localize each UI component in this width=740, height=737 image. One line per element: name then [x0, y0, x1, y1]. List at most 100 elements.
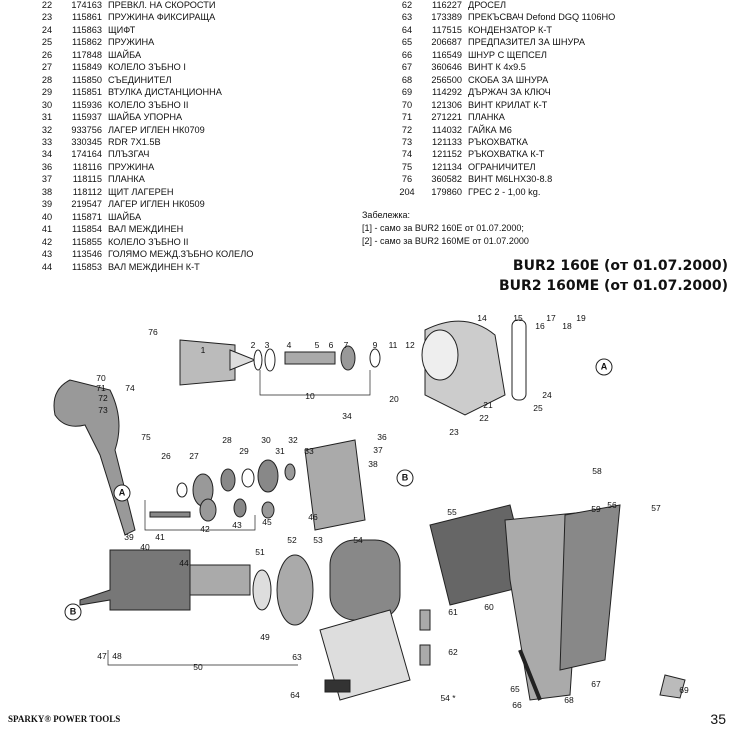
notes-heading: Забележка: [362, 210, 411, 220]
part-name: ЛАГЕР ИГЛЕН НК0709 [108, 124, 205, 135]
callout-4: 4 [286, 340, 292, 350]
part-name: КОЛЕЛО ЗЪБНО II [108, 99, 189, 110]
part-name: РЪКОХВАТКА К-Т [468, 149, 545, 160]
switch [319, 609, 411, 701]
bearing-shield [304, 439, 366, 531]
callout-66: 66 [512, 700, 522, 710]
part-number: 32 [41, 124, 53, 135]
callout-54: 54 * [440, 693, 456, 703]
callout-16: 16 [535, 321, 545, 331]
callout-15: 15 [513, 313, 523, 323]
part-name: СКОБА ЗА ШНУРА [468, 74, 549, 85]
part-code: 115853 [72, 261, 102, 272]
callout-55: 55 [447, 507, 457, 517]
callout-39: 39 [124, 532, 134, 542]
part-code: 118116 [72, 161, 102, 172]
part-code: 116227 [432, 0, 462, 10]
callout-23: 23 [449, 427, 459, 437]
part-number: 63 [401, 12, 413, 23]
callout-49: 49 [260, 632, 270, 642]
part-code: 114292 [432, 87, 462, 98]
callout-62: 62 [448, 647, 458, 657]
part-code: 330345 [71, 136, 102, 147]
part-name: ЩИТ ЛАГЕРЕН [108, 186, 174, 197]
part-name: ШАЙБА УПОРНА [108, 112, 183, 123]
part-number: 71 [401, 112, 413, 123]
part-name: ОГРАНИЧИТЕЛ [468, 161, 536, 172]
part-number: 28 [41, 74, 53, 85]
callout-71: 71 [96, 383, 106, 393]
part-name: РЪКОХВАТКА [468, 136, 528, 147]
part-code: 113546 [72, 249, 102, 260]
part-name: ПРУЖИНА [108, 37, 155, 48]
part-number: 66 [401, 49, 413, 60]
callout-21: 21 [483, 400, 493, 410]
fan [276, 554, 314, 626]
callout-44: 44 [179, 558, 189, 568]
capacitor [324, 679, 351, 693]
callout-57: 57 [651, 503, 661, 513]
part-name: ДРОСЕЛ [468, 0, 507, 10]
part-code: 115871 [72, 211, 102, 222]
side-handle [53, 379, 136, 536]
part-code: 933756 [71, 124, 102, 135]
callout-17: 17 [546, 313, 556, 323]
armature [79, 549, 191, 611]
callout-3: 3 [264, 340, 270, 350]
part-number: 204 [399, 186, 415, 197]
part-name: ВИНТ М6LHX30-8.8 [468, 174, 553, 185]
callout-48: 48 [112, 651, 122, 661]
part-name: ПРЕВКЛ. НА СКОРОСТИ [108, 0, 216, 10]
part-name: ШНУР С ЩЕПСЕЛ [468, 49, 547, 60]
part-number: 30 [41, 99, 53, 110]
callout-76: 76 [148, 327, 158, 337]
connector-B: B [64, 603, 82, 621]
part-code: 118112 [72, 186, 102, 197]
part-number: 42 [41, 236, 53, 247]
callout-37: 37 [373, 445, 383, 455]
connector-B: B [396, 469, 414, 487]
callout-10: 10 [305, 391, 315, 401]
callout-19: 19 [576, 313, 586, 323]
callout-14: 14 [477, 313, 487, 323]
callout-29: 29 [239, 446, 249, 456]
part-code: 174163 [71, 0, 102, 10]
part-code: 256500 [431, 74, 462, 85]
part-code: 115854 [72, 224, 102, 235]
callout-72: 72 [98, 393, 108, 403]
note-1: [1] - само за BUR2 160E от 01.07.2000; [362, 223, 524, 233]
stator [329, 539, 401, 621]
callout-7: 7 [343, 340, 349, 350]
callout-53: 53 [313, 535, 323, 545]
callout-25: 25 [533, 403, 543, 413]
part-number: 33 [41, 136, 53, 147]
callout-32: 32 [288, 435, 298, 445]
connector-A: A [113, 484, 131, 502]
part-code: 115850 [72, 74, 102, 85]
part-name: ШАЙБА [108, 211, 142, 222]
part-name: ШАЙБА [108, 49, 142, 60]
model-title-1: BUR2 160E (от 01.07.2000) [512, 258, 728, 274]
spindle [284, 351, 336, 365]
handle-cover [559, 504, 621, 671]
part-number: 43 [41, 249, 53, 260]
callout-9: 9 [372, 340, 378, 350]
part-name: ВИНТ К 4x9.5 [468, 62, 526, 73]
callout-75: 75 [141, 432, 151, 442]
brand-footer: SPARKY® POWER TOOLS [8, 714, 121, 724]
part-code: 115851 [72, 87, 102, 98]
part-code: 115861 [72, 12, 102, 23]
callout-40: 40 [140, 542, 150, 552]
part-code: 173389 [431, 12, 462, 23]
